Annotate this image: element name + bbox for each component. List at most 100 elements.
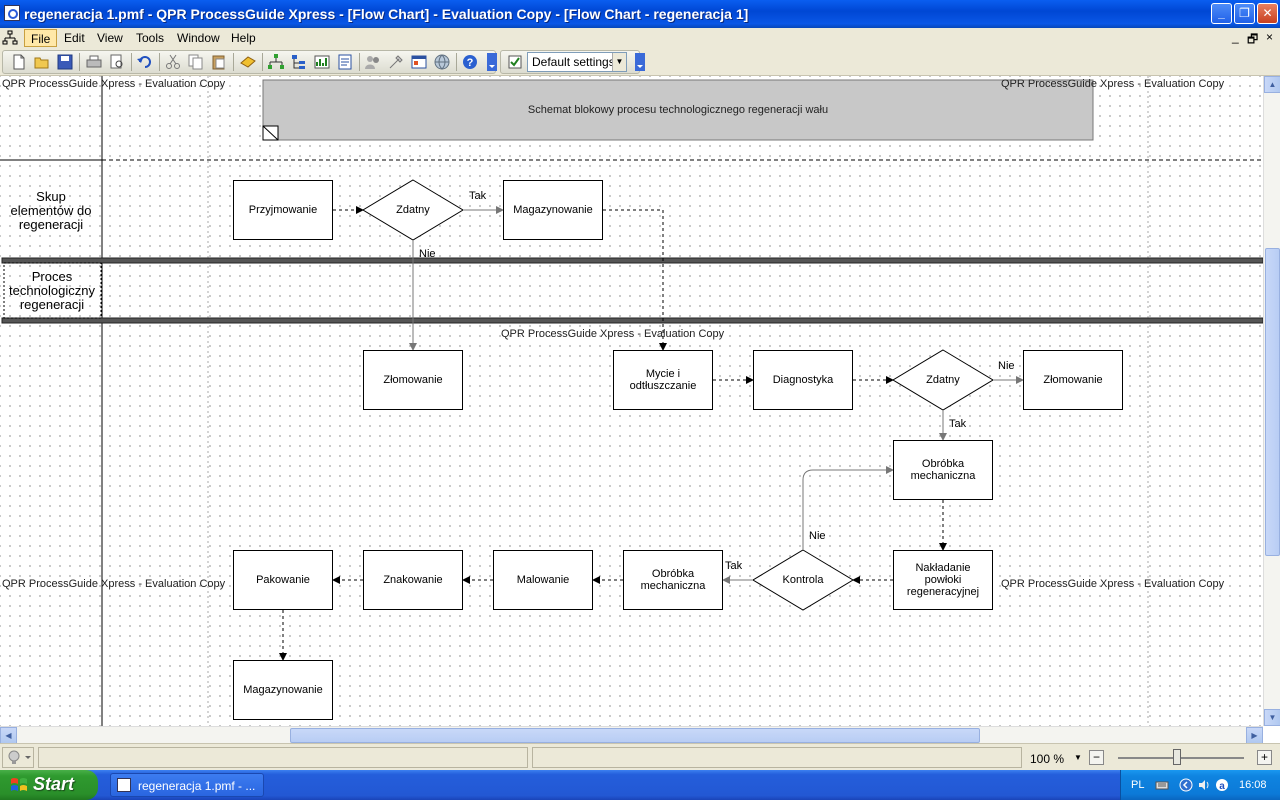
zoom-in-button[interactable]: + xyxy=(1257,750,1272,765)
help-icon[interactable]: ? xyxy=(461,53,479,71)
toolbar-separator xyxy=(233,53,234,71)
properties-icon[interactable] xyxy=(410,53,428,71)
scroll-left-icon[interactable]: ◀ xyxy=(0,727,17,744)
menu-window[interactable]: Window xyxy=(177,31,220,45)
decision-zdatny[interactable]: Zdatny xyxy=(926,374,960,386)
vertical-scroll-thumb[interactable] xyxy=(1265,248,1280,556)
close-button[interactable]: ✕ xyxy=(1257,3,1278,24)
menu-view[interactable]: View xyxy=(97,31,123,45)
globe-icon[interactable] xyxy=(433,53,451,71)
settings-dropdown-value: Default settings xyxy=(532,55,615,69)
activity-magazynowanie[interactable]: Magazynowanie xyxy=(233,660,333,720)
start-label: Start xyxy=(33,774,75,794)
tray-expand-icon[interactable] xyxy=(1179,778,1193,792)
tools-icon[interactable] xyxy=(387,53,405,71)
volume-icon[interactable] xyxy=(1197,778,1211,792)
vertical-scrollbar[interactable]: ▲ ▼ xyxy=(1263,76,1280,726)
app-icon[interactable] xyxy=(4,5,20,21)
lane-label-proces[interactable]: Proces technologiczny regeneracji xyxy=(9,269,95,312)
toolbar-separator xyxy=(79,53,80,71)
document-view-icon[interactable] xyxy=(336,53,354,71)
taskbar: Start regeneracja 1.pmf - ... PL a 16:08 xyxy=(0,770,1280,800)
chevron-down-icon[interactable]: ▼ xyxy=(612,53,626,71)
language-indicator[interactable]: PL xyxy=(1131,779,1145,791)
print-preview-icon[interactable] xyxy=(108,53,126,71)
start-button[interactable]: Start xyxy=(0,770,98,800)
activity-znakowanie[interactable]: Znakowanie xyxy=(363,550,463,610)
copy-icon[interactable] xyxy=(187,53,205,71)
users-icon[interactable] xyxy=(364,53,382,71)
mdi-minimize-button[interactable]: _ xyxy=(1232,30,1239,44)
menu-help[interactable]: Help xyxy=(231,31,256,45)
activity-diagnostyka[interactable]: Diagnostyka xyxy=(753,350,853,410)
title-bar[interactable]: regeneracja 1.pmf - QPR ProcessGuide Xpr… xyxy=(0,0,1280,28)
minimize-button[interactable]: _ xyxy=(1211,3,1232,24)
maximize-button[interactable]: ❐ xyxy=(1234,3,1255,24)
chart-header-title[interactable]: Schemat blokowy procesu technologicznego… xyxy=(527,104,829,116)
system-tray: PL a 16:08 xyxy=(1120,770,1280,800)
zoom-level[interactable]: 100 % xyxy=(1030,752,1065,766)
toolbar-separator xyxy=(131,53,132,71)
toolbar-separator xyxy=(262,53,263,71)
chart-view-icon[interactable] xyxy=(313,53,331,71)
activity-nakladanie-powloki[interactable]: Nakładanie powłoki regeneracyjnej xyxy=(893,550,993,610)
open-folder-icon[interactable] xyxy=(33,53,51,71)
zoom-slider-track[interactable] xyxy=(1118,757,1244,759)
scroll-up-icon[interactable]: ▲ xyxy=(1264,76,1280,93)
save-icon[interactable] xyxy=(56,53,74,71)
toolbar-separator xyxy=(456,53,457,71)
horizontal-scrollbar[interactable]: ◀ ▶ xyxy=(0,726,1263,744)
activity-pakowanie[interactable]: Pakowanie xyxy=(233,550,333,610)
menu-tools[interactable]: Tools xyxy=(136,31,165,45)
checklist-icon[interactable] xyxy=(506,53,524,71)
clock[interactable]: 16:08 xyxy=(1239,779,1267,791)
document-icon[interactable] xyxy=(2,30,18,46)
chevron-down-icon[interactable]: ▼ xyxy=(1074,753,1082,762)
paste-icon[interactable] xyxy=(210,53,228,71)
format-painter-icon[interactable] xyxy=(239,53,257,71)
scroll-right-icon[interactable]: ▶ xyxy=(1246,727,1263,744)
activity-magazynowanie[interactable]: Magazynowanie xyxy=(503,180,603,240)
toolbar-overflow-icon[interactable] xyxy=(631,53,645,71)
taskbar-item-label: regeneracja 1.pmf - ... xyxy=(138,779,256,793)
org-chart-icon[interactable] xyxy=(267,53,285,71)
lane-label-skup[interactable]: Skup elementów do regeneracji xyxy=(10,189,92,232)
horizontal-scroll-thumb[interactable] xyxy=(290,728,980,743)
zoom-out-button[interactable]: − xyxy=(1089,750,1104,765)
flowchart-canvas[interactable]: QPR ProcessGuide Xpress - Evaluation Cop… xyxy=(0,76,1263,726)
activity-zlomowanie[interactable]: Złomowanie xyxy=(1023,350,1123,410)
svg-text:a: a xyxy=(1219,781,1225,792)
toolbar-separator xyxy=(359,53,360,71)
edge-label-nie: Nie xyxy=(998,360,1015,372)
decision-zdatny[interactable]: Zdatny xyxy=(396,204,430,216)
menu-bar: File Edit View Tools Window Help _ 🗗 × xyxy=(0,28,1280,48)
toolbar-overflow-icon[interactable] xyxy=(483,53,497,71)
watermark-text: QPR ProcessGuide Xpress - Evaluation Cop… xyxy=(1001,578,1225,590)
undo-icon[interactable] xyxy=(136,53,154,71)
menu-edit[interactable]: Edit xyxy=(64,31,85,45)
mdi-restore-button[interactable]: 🗗 xyxy=(1247,32,1259,46)
activity-zlomowanie[interactable]: Złomowanie xyxy=(363,350,463,410)
edge-label-tak: Tak xyxy=(949,418,967,430)
zoom-slider-handle[interactable] xyxy=(1173,749,1181,765)
taskbar-item-regeneracja[interactable]: regeneracja 1.pmf - ... xyxy=(110,773,264,797)
activity-mycie[interactable]: Mycie i odtłuszczanie xyxy=(613,350,713,410)
lightbulb-icon[interactable] xyxy=(3,748,33,767)
scroll-down-icon[interactable]: ▼ xyxy=(1264,709,1280,726)
settings-dropdown[interactable]: Default settings ▼ xyxy=(527,52,627,72)
decision-kontrola[interactable]: Kontrola xyxy=(782,574,824,586)
hierarchy-icon[interactable] xyxy=(290,53,308,71)
watermark-text: QPR ProcessGuide Xpress - Evaluation Cop… xyxy=(1001,78,1225,90)
activity-malowanie[interactable]: Malowanie xyxy=(493,550,593,610)
windows-logo-icon xyxy=(11,778,27,791)
print-icon[interactable] xyxy=(85,53,103,71)
network-icon[interactable]: a xyxy=(1215,778,1229,792)
cut-icon[interactable] xyxy=(164,53,182,71)
mdi-close-button[interactable]: × xyxy=(1266,30,1274,44)
menu-file[interactable]: File xyxy=(24,29,58,47)
new-file-icon[interactable] xyxy=(10,53,28,71)
keyboard-icon[interactable] xyxy=(1155,778,1169,792)
activity-obrobka-mechaniczna[interactable]: Obróbka mechaniczna xyxy=(893,440,993,500)
activity-przyjmowanie[interactable]: Przyjmowanie xyxy=(233,180,333,240)
activity-obrobka-mechaniczna[interactable]: Obróbka mechaniczna xyxy=(623,550,723,610)
